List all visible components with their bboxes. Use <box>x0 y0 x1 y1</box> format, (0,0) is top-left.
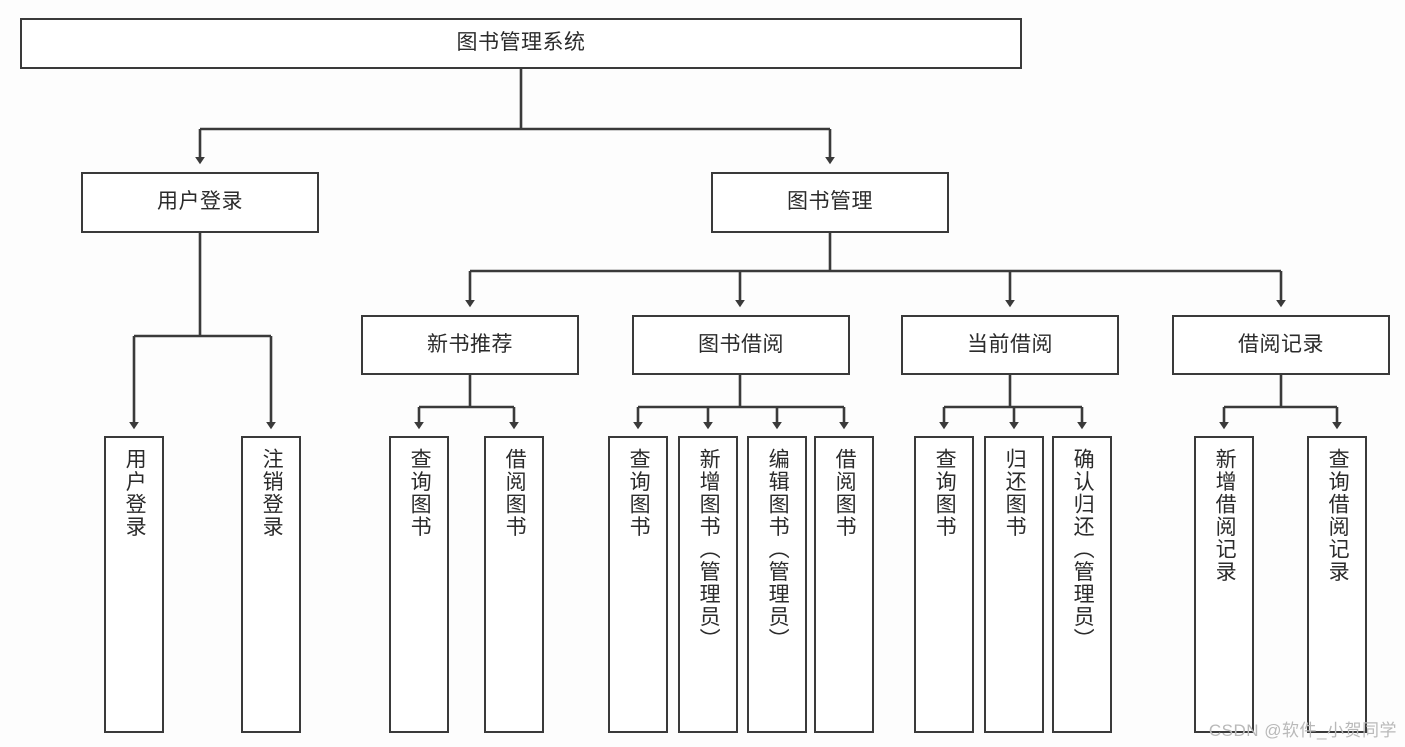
node-leaf-user-login[interactable]: 用户登录 <box>104 436 164 733</box>
node-leaf-borrow-book-1-label: 借阅图书 <box>503 448 527 538</box>
node-user-login-label: 用户登录 <box>157 190 243 214</box>
node-leaf-borrow-book-1[interactable]: 借阅图书 <box>484 436 544 733</box>
node-new-book-recommend[interactable]: 新书推荐 <box>361 315 579 375</box>
node-leaf-return-book[interactable]: 归还图书 <box>984 436 1044 733</box>
node-leaf-logout-label: 注销登录 <box>260 448 284 538</box>
node-leaf-edit-book[interactable]: 编辑图书（管理员） <box>747 436 807 733</box>
node-leaf-query-record-label: 查询借阅记录 <box>1326 448 1350 583</box>
node-leaf-user-login-label: 用户登录 <box>123 448 147 538</box>
node-borrow-record[interactable]: 借阅记录 <box>1172 315 1390 375</box>
node-borrow-record-label: 借阅记录 <box>1238 332 1324 356</box>
node-leaf-query-book-2[interactable]: 查询图书 <box>608 436 668 733</box>
node-leaf-borrow-book-2-label: 借阅图书 <box>833 448 857 538</box>
node-book-borrow-label: 图书借阅 <box>698 332 784 356</box>
node-leaf-logout[interactable]: 注销登录 <box>241 436 301 733</box>
node-book-manage[interactable]: 图书管理 <box>711 172 949 233</box>
node-root-label: 图书管理系统 <box>456 31 586 55</box>
node-book-manage-label: 图书管理 <box>787 190 873 214</box>
node-leaf-query-book-3[interactable]: 查询图书 <box>914 436 974 733</box>
node-root[interactable]: 图书管理系统 <box>20 18 1022 69</box>
node-current-borrow-label: 当前借阅 <box>967 332 1053 356</box>
node-current-borrow[interactable]: 当前借阅 <box>901 315 1119 375</box>
watermark-text: CSDN @软件_小贺同学 <box>1208 721 1397 740</box>
node-leaf-add-book-label: 新增图书（管理员） <box>697 448 721 651</box>
node-leaf-confirm-return-label: 确认归还（管理员） <box>1071 448 1095 651</box>
node-leaf-query-book-3-label: 查询图书 <box>933 448 957 538</box>
node-leaf-add-book[interactable]: 新增图书（管理员） <box>678 436 738 733</box>
node-leaf-add-record[interactable]: 新增借阅记录 <box>1194 436 1254 733</box>
node-new-book-recommend-label: 新书推荐 <box>427 332 513 356</box>
node-leaf-confirm-return[interactable]: 确认归还（管理员） <box>1052 436 1112 733</box>
node-leaf-query-record[interactable]: 查询借阅记录 <box>1307 436 1367 733</box>
node-leaf-return-book-label: 归还图书 <box>1003 448 1027 538</box>
node-leaf-borrow-book-2[interactable]: 借阅图书 <box>814 436 874 733</box>
node-leaf-query-book-1-label: 查询图书 <box>408 448 432 538</box>
node-user-login[interactable]: 用户登录 <box>81 172 319 233</box>
node-leaf-add-record-label: 新增借阅记录 <box>1213 448 1237 583</box>
node-leaf-edit-book-label: 编辑图书（管理员） <box>766 448 790 651</box>
node-leaf-query-book-1[interactable]: 查询图书 <box>389 436 449 733</box>
node-book-borrow[interactable]: 图书借阅 <box>632 315 850 375</box>
node-leaf-query-book-2-label: 查询图书 <box>627 448 651 538</box>
